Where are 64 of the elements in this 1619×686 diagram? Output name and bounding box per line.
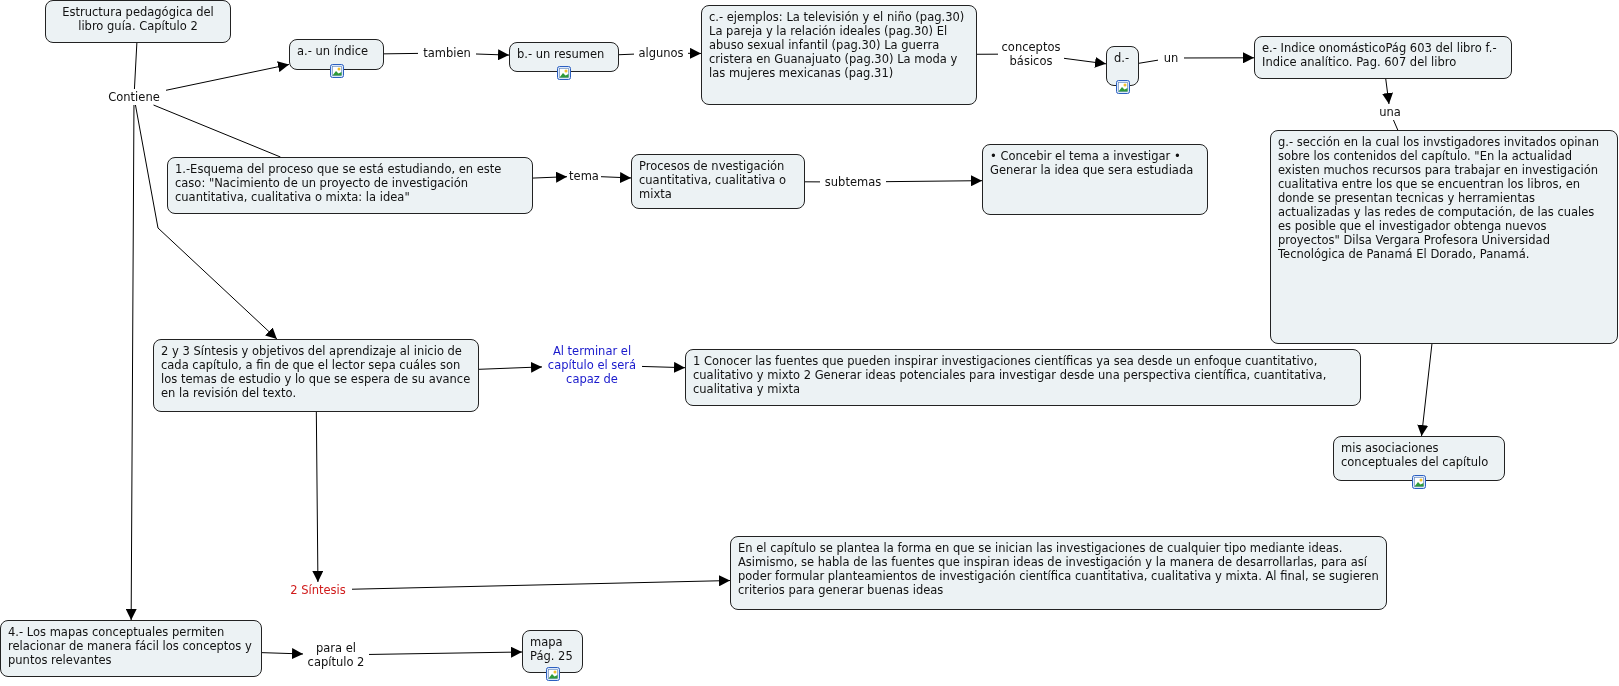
arrow <box>475 49 510 61</box>
concept-box <box>685 349 1361 406</box>
concept-box <box>631 154 805 209</box>
arrow <box>885 175 983 187</box>
arrow <box>478 361 543 373</box>
linking-phrase: conceptos básicos <box>998 39 1064 69</box>
concept-text: e.- Indice onomásticoPág 603 del libro f.- Indice analítico. Pag. 607 del libro <box>1262 41 1498 69</box>
concept-box <box>167 157 533 214</box>
arrow <box>1063 56 1107 68</box>
arrow <box>641 361 686 373</box>
concept-box <box>0 620 262 677</box>
connector-line <box>1392 119 1399 131</box>
connector-line <box>804 181 821 183</box>
concept-box <box>1254 36 1512 79</box>
concept-text: • Concebir el tema a investigar • Generar la idea que sera estudiada <box>990 149 1195 177</box>
concept-text: 4.- Los mapas conceptuales permiten relacionar de manera fácil los conceptos y puntos relevantes <box>8 625 253 667</box>
connector-line <box>383 52 419 55</box>
connector-line <box>618 53 635 56</box>
concept-text: Estructura pedagógica del libro guía. Capítulo 2 <box>61 5 215 33</box>
concept-text: g.- sección en la cual los invstigadores invitados opinan sobre los contenidos del capítulo. "En la actualidad existen muchos recursos para trabajar en investigación cualitativa entre los que se encuentran los libros, en donde se presentan tecnicas y herramientas actualizadas y las redes de computación, de las cuales es posible que el investigador obtenga nuevos proyectos" Dilsa Vergara Profesora Universidad Tecnológica de Panamá El Dorado, Panamá. <box>1278 135 1600 261</box>
concept-box <box>730 536 1387 610</box>
connector-line <box>133 42 138 90</box>
concept-box <box>982 144 1208 215</box>
arrow <box>351 575 731 590</box>
linking-phrase: para el capítulo 2 <box>303 640 369 670</box>
concept-text: mis asociaciones conceptuales del capítulo <box>1341 441 1490 469</box>
linking-phrase: subtemas <box>820 174 886 190</box>
linking-phrase: 2 Síntesis <box>284 582 352 598</box>
arrow <box>125 104 137 621</box>
linking-phrase: Al terminar el capítulo el será capaz de <box>542 343 642 387</box>
linking-phrase: tema <box>567 168 601 184</box>
concept-text: b.- un resumen <box>517 47 606 61</box>
arrow <box>687 47 702 59</box>
arrow <box>134 104 278 340</box>
concept-text: 1.-Esquema del proceso que se está estudiando, en este caso: "Nacimiento de un proyecto de investigación cuantitativa, cualitativa o mixta: la idea" <box>175 162 503 204</box>
concept-box <box>1270 130 1618 344</box>
connector-line <box>1138 59 1159 64</box>
arrow <box>532 171 568 183</box>
linking-phrase: algunos <box>634 45 688 61</box>
concept-text: c.- ejemplos: La televisión y el niño (pag.30) La pareja y la relación ideales (pag.30) El abuso sexual infantil (pag.30) La guerra cristera en Guanajuato (pag.30) La moda y las mujeres mexicanas (pag.31) <box>709 10 966 80</box>
arrow <box>1382 78 1394 105</box>
arrow <box>1183 52 1255 64</box>
arrow <box>368 646 523 658</box>
concept-text: Procesos de nvestigación cuantitativa, cualitativa o mixta <box>639 159 787 201</box>
concept-box <box>153 339 479 412</box>
linking-phrase: tambien <box>418 45 476 61</box>
concept-text: 2 y 3 Síntesis y objetivos del aprendizaje al inicio de cada capítulo, a fin de que el lector sepa cuáles son los temas de estudio y lo que se espera de su avance en la revisión del texto. <box>161 344 471 400</box>
linking-phrase: Contiene <box>102 89 166 105</box>
arrow <box>261 648 304 660</box>
arrow <box>600 172 632 183</box>
arrow <box>1417 343 1433 437</box>
connector-line <box>976 53 999 55</box>
concept-text: mapa Pág. 25 <box>530 635 574 663</box>
concept-text: 1 Conocer las fuentes que pueden inspirar investigaciones científicas ya sea desde un enfoque cuantitativo, cualitativo y mixto 2 Generar ideas potenciales para investigar desde una perspectiva científica, cuantitativa, cualitativa y mixta <box>693 354 1328 396</box>
arrow <box>165 61 290 91</box>
concept-box <box>45 0 231 43</box>
concept-text: En el capítulo se plantea la forma en que se inician las investigaciones de cualquier tipo mediante ideas. Asimismo, se habla de las fuentes que inspiran ideas de investigación y la manera de desarrollarlas, para así poder formular planteamientos de investigación científica cuantitativa, cualitativa y mixta. Al final, se sugieren criterios para generar buenas ideas <box>738 541 1379 597</box>
linking-phrase: una <box>1372 104 1408 120</box>
arrow <box>312 411 324 583</box>
linking-phrase: un <box>1158 50 1184 66</box>
concept-box <box>701 5 977 105</box>
concept-text: d.- <box>1114 51 1131 65</box>
connector-line <box>153 104 281 158</box>
concept-text: a.- un índice <box>297 44 370 58</box>
